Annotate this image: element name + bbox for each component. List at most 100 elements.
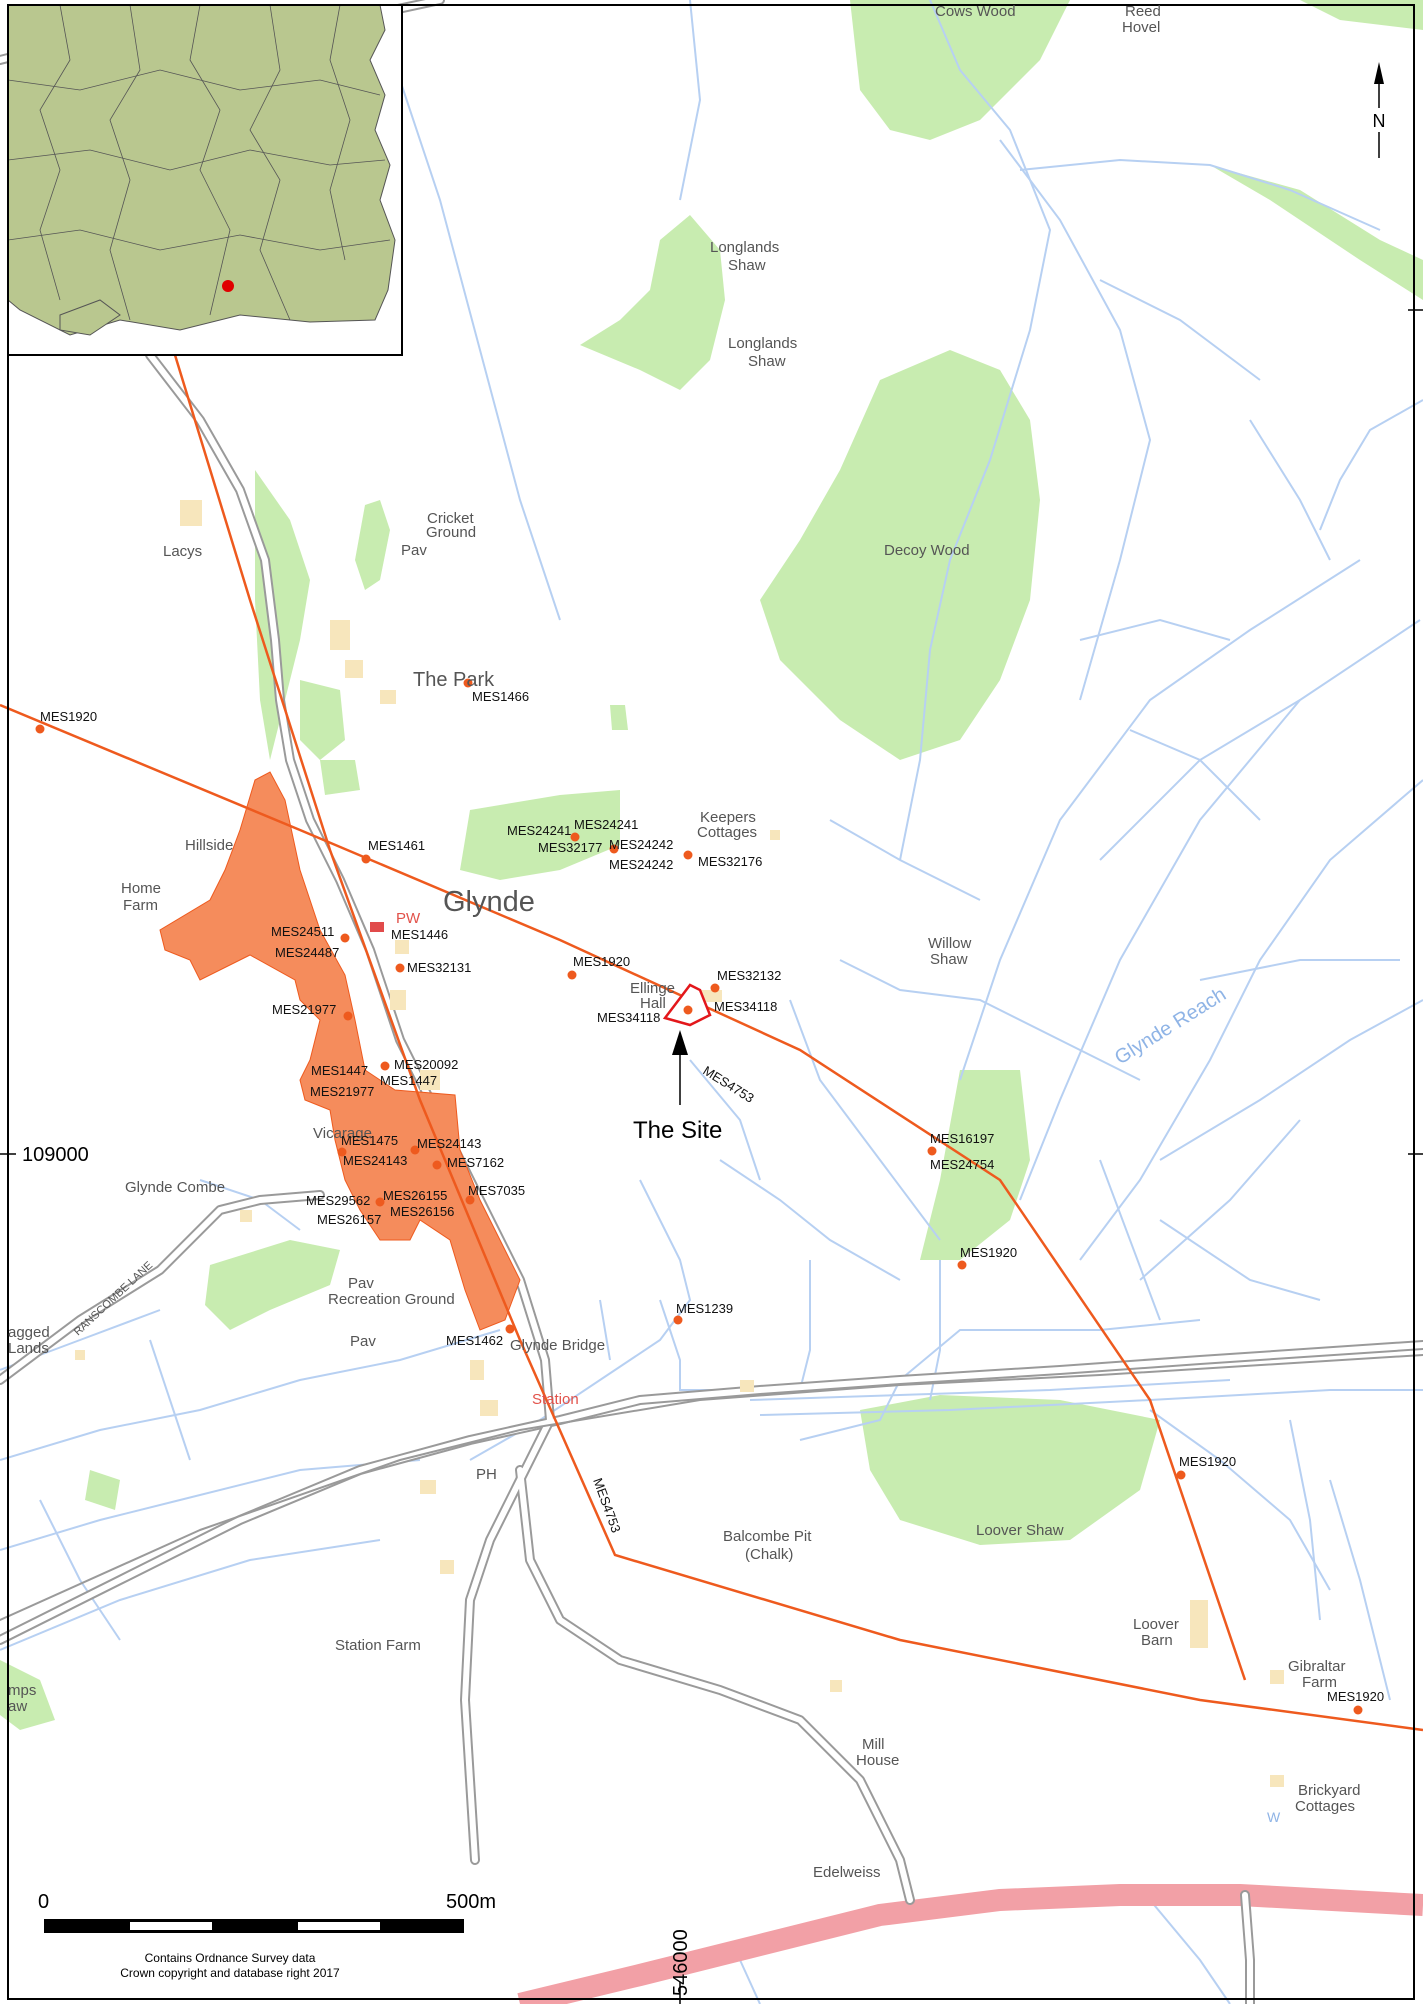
label-ragged: agged bbox=[8, 1324, 50, 1341]
easting-label: 546000 bbox=[670, 1929, 692, 1996]
label-brickyard: Brickyard bbox=[1298, 1782, 1361, 1799]
map-frame bbox=[7, 4, 1415, 2000]
buildings bbox=[75, 500, 1284, 1787]
mes-label: MES1446 bbox=[391, 927, 448, 942]
label-imps-b: aw bbox=[8, 1698, 27, 1715]
label-glynde-bridge: Glynde Bridge bbox=[510, 1337, 605, 1354]
mes-label: MES1447 bbox=[380, 1073, 437, 1088]
mes-label: MES32176 bbox=[698, 854, 762, 869]
label-home: Home bbox=[121, 880, 161, 897]
label-hillside: Hillside bbox=[185, 837, 233, 854]
mes-label: MES1920 bbox=[960, 1245, 1017, 1260]
label-loover-shaw: Loover Shaw bbox=[976, 1522, 1064, 1539]
label-longlands-1: Longlands bbox=[710, 239, 779, 256]
label-edelweiss: Edelweiss bbox=[813, 1864, 881, 1881]
mes-label: MES32177 bbox=[538, 840, 602, 855]
label-gibraltar-b: Farm bbox=[1302, 1674, 1337, 1691]
mes-labels: MES1466 MES1920 MES1461 MES24241 MES2424… bbox=[40, 689, 1384, 1704]
mes-label: MES34118 bbox=[714, 999, 777, 1014]
mes-label: MES20092 bbox=[394, 1057, 458, 1072]
northing-label: 109000 bbox=[22, 1144, 89, 1166]
label-balcombe: Balcombe Pit bbox=[723, 1528, 812, 1545]
label-the-park: The Park bbox=[413, 669, 495, 691]
label-longlands-1b: Shaw bbox=[728, 257, 766, 274]
mes-label: MES34118 bbox=[597, 1010, 660, 1025]
label-pav-3: Pav bbox=[350, 1333, 376, 1350]
mes-label: MES24487 bbox=[275, 945, 339, 960]
label-ellinge-b: Hall bbox=[640, 995, 666, 1012]
label-recreation: Recreation Ground bbox=[328, 1291, 455, 1308]
label-mill-b: House bbox=[856, 1752, 899, 1769]
label-glynde: Glynde bbox=[443, 886, 535, 918]
label-station: Station bbox=[532, 1391, 579, 1408]
label-home-b: Farm bbox=[123, 897, 158, 914]
label-brickyard-b: Cottages bbox=[1295, 1798, 1355, 1815]
inset-map bbox=[7, 4, 403, 356]
mes-label: MES24754 bbox=[930, 1157, 994, 1172]
mes-label: MES26156 bbox=[390, 1204, 454, 1219]
mes-label: MES7035 bbox=[468, 1183, 525, 1198]
label-willow-b: Shaw bbox=[930, 951, 968, 968]
mes-label: MES21977 bbox=[310, 1084, 374, 1099]
scale-bar: 0 500m bbox=[38, 1891, 496, 1933]
label-reed-hovel: Reed bbox=[1125, 3, 1161, 20]
label-ragged-b: Lands bbox=[8, 1340, 49, 1357]
credit-line-1: Contains Ordnance Survey data bbox=[145, 1951, 316, 1965]
mes-label: MES21977 bbox=[272, 1002, 336, 1017]
label-keepers-b: Cottages bbox=[697, 824, 757, 841]
label-pav-2: Pav bbox=[348, 1275, 374, 1292]
label-station-farm: Station Farm bbox=[335, 1637, 421, 1654]
mes-label: MES1475 bbox=[341, 1133, 398, 1148]
north-label: N bbox=[1373, 111, 1386, 131]
mes-label: MES1920 bbox=[1327, 1689, 1384, 1704]
label-loover-barn: Loover bbox=[1133, 1616, 1179, 1633]
label-ph: PH bbox=[476, 1466, 497, 1483]
label-cows-wood: Cows Wood bbox=[935, 3, 1016, 20]
mes-label: MES24511 bbox=[271, 924, 334, 939]
label-cricket-b: Ground bbox=[426, 524, 476, 541]
label-lacys: Lacys bbox=[163, 543, 202, 560]
major-road bbox=[517, 1884, 1423, 2004]
conservation-area bbox=[159, 771, 521, 1331]
label-cricket: Cricket bbox=[427, 510, 475, 527]
mes-label: MES24143 bbox=[417, 1136, 481, 1151]
scale-start: 0 bbox=[38, 1891, 49, 1913]
mes-label: MES16197 bbox=[930, 1131, 994, 1146]
label-longlands-2: Longlands bbox=[728, 335, 797, 352]
inset-location-dot bbox=[222, 280, 234, 292]
north-arrow: N bbox=[1373, 62, 1386, 158]
label-balcombe-b: (Chalk) bbox=[745, 1546, 793, 1563]
mes-label: MES1239 bbox=[676, 1301, 733, 1316]
label-w: W bbox=[1267, 1809, 1281, 1825]
mes-label: MES1466 bbox=[472, 689, 529, 704]
mes-label: MES24143 bbox=[343, 1153, 407, 1168]
site-pointer bbox=[672, 1030, 688, 1105]
church-block bbox=[370, 922, 384, 932]
label-mill: Mill bbox=[862, 1736, 885, 1753]
mes-label: MES7162 bbox=[447, 1155, 504, 1170]
mes-label: MES26157 bbox=[317, 1212, 381, 1227]
mes-label: MES26155 bbox=[383, 1188, 447, 1203]
mes-label: MES32132 bbox=[717, 968, 781, 983]
label-ellinge: Ellinge bbox=[630, 980, 675, 997]
mes-label: MES1447 bbox=[311, 1063, 368, 1078]
label-decoy-wood: Decoy Wood bbox=[884, 542, 970, 559]
label-keepers: Keepers bbox=[700, 809, 756, 826]
label-longlands-2b: Shaw bbox=[748, 353, 786, 370]
label-pav-1: Pav bbox=[401, 542, 427, 559]
mes-label: MES24242 bbox=[609, 837, 673, 852]
label-glynde-combe: Glynde Combe bbox=[125, 1179, 225, 1196]
mes-label: MES1920 bbox=[1179, 1454, 1236, 1469]
credit-line-2: Crown copyright and database right 2017 bbox=[120, 1966, 340, 1980]
mes-label: MES24241 bbox=[507, 823, 571, 838]
mes-label: MES1920 bbox=[573, 954, 630, 969]
label-pw: PW bbox=[396, 910, 421, 927]
route-lines bbox=[0, 354, 1423, 1732]
mes-label: MES1461 bbox=[368, 838, 425, 853]
label-loover-barn-b: Barn bbox=[1141, 1632, 1173, 1649]
mes-label: MES24242 bbox=[609, 857, 673, 872]
site-label: The Site bbox=[633, 1117, 722, 1144]
scale-end: 500m bbox=[446, 1891, 496, 1913]
label-imps: mps bbox=[8, 1682, 36, 1699]
